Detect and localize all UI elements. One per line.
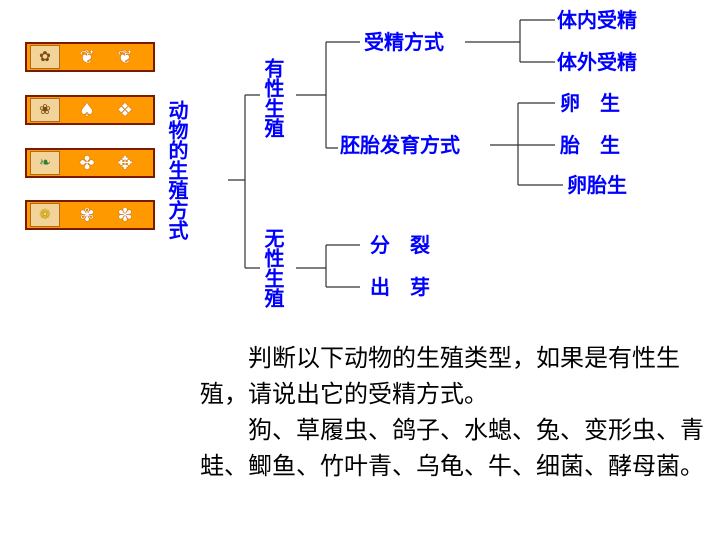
asexual-reproduction-label: 无性生殖	[261, 228, 285, 308]
tree-connectors	[228, 19, 563, 288]
fertilization-item-1: 体内受精	[557, 8, 637, 32]
bloom-icon: ❁	[30, 203, 60, 227]
nav-glyph: ✾	[79, 204, 95, 226]
development-item-2: 胎 生	[560, 133, 620, 157]
asexual-item-2: 出 芽	[370, 275, 430, 299]
nav-button-1[interactable]: ✿ ❦ ❦	[25, 42, 155, 72]
nav-button-4[interactable]: ❁ ✾ ✽	[25, 200, 155, 230]
fertilization-item-2: 体外受精	[557, 50, 637, 74]
nav-button-3[interactable]: ❧ ✤ ✥	[25, 148, 155, 178]
nav-button-2[interactable]: ❀ ♠ ❖	[25, 95, 155, 125]
flower-icon: ✿	[30, 45, 60, 69]
question-animal-list: 狗、草履虫、鸽子、水螅、兔、变形虫、青蛙、鲫鱼、竹叶青、乌龟、牛、细菌、酵母菌。	[200, 416, 704, 480]
nav-glyph: ❦	[79, 46, 95, 68]
nav-glyph: ❦	[117, 46, 133, 68]
sexual-reproduction-label: 有性生殖	[261, 58, 285, 138]
leaf-icon: ❧	[30, 151, 60, 175]
nav-glyph: ❖	[116, 99, 134, 121]
development-label: 胚胎发育方式	[340, 133, 460, 157]
root-label: 动物的生殖方式	[165, 100, 189, 240]
blossom-icon: ❀	[30, 98, 60, 122]
development-item-1: 卵 生	[560, 91, 620, 115]
nav-glyph: ♠	[78, 99, 96, 121]
question-instruction: 判断以下动物的生殖类型，如果是有性生殖，请说出它的受精方式。	[200, 344, 680, 408]
asexual-item-1: 分 裂	[370, 233, 430, 257]
nav-glyph: ✽	[117, 204, 133, 226]
development-item-3: 卵胎生	[567, 173, 627, 197]
nav-glyph: ✥	[117, 152, 133, 174]
nav-glyph: ✤	[79, 152, 95, 174]
fertilization-label: 受精方式	[364, 30, 444, 54]
